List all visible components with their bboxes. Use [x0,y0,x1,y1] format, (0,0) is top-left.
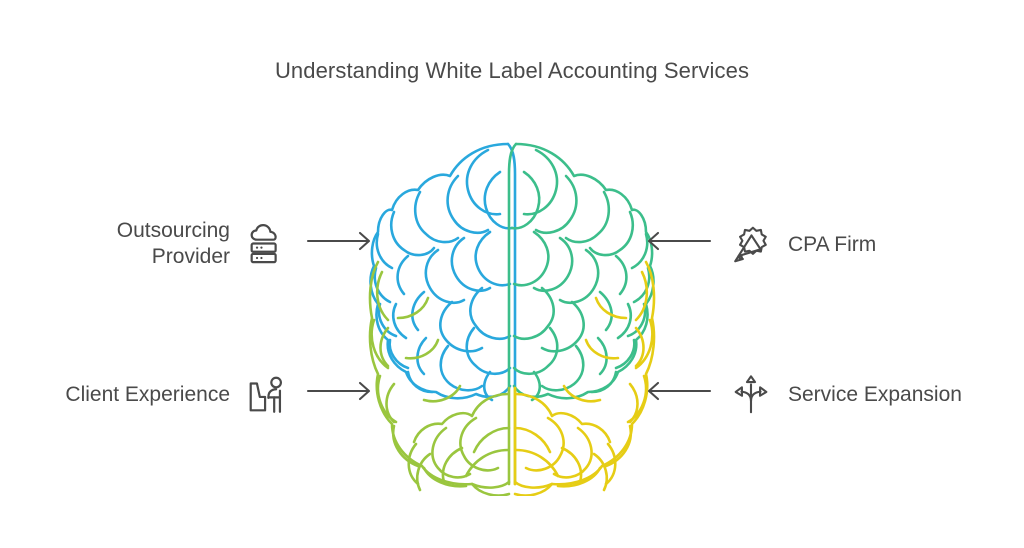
cloud-server-icon [250,224,277,264]
certificate-seal-icon [734,226,767,263]
node-service-expansion[interactable]: Service Expansion [728,372,1018,418]
branching-arrows-icon [734,375,768,414]
presenter-podium-icon [249,376,282,413]
page-title: Understanding White Label Accounting Ser… [274,58,750,83]
brain-quadrant-top-left [369,142,517,402]
arrow-right-outsourcing-provider [306,231,371,251]
arrow-left-service-expansion [647,381,712,401]
brain-quadrant-bottom-left [368,260,517,496]
node-label-cpa-firm: CPA Firm [788,232,877,256]
node-client-experience[interactable]: Client Experience [20,372,290,418]
node-label-service-expansion: Service Expansion [788,382,962,406]
arrow-left-cpa-firm [647,231,712,251]
node-label-client-experience: Client Experience [65,382,230,406]
node-label-outsourcing-provider: Outsourcing Provider [116,219,230,269]
node-cpa-firm[interactable]: CPA Firm [728,222,998,268]
node-outsourcing-provider[interactable]: Outsourcing Provider [60,218,290,271]
arrow-right-client-experience [306,381,371,401]
brain-quadrant-top-right [507,142,655,402]
brain-illustration [368,142,656,496]
brain-quadrant-bottom-right [513,260,656,496]
